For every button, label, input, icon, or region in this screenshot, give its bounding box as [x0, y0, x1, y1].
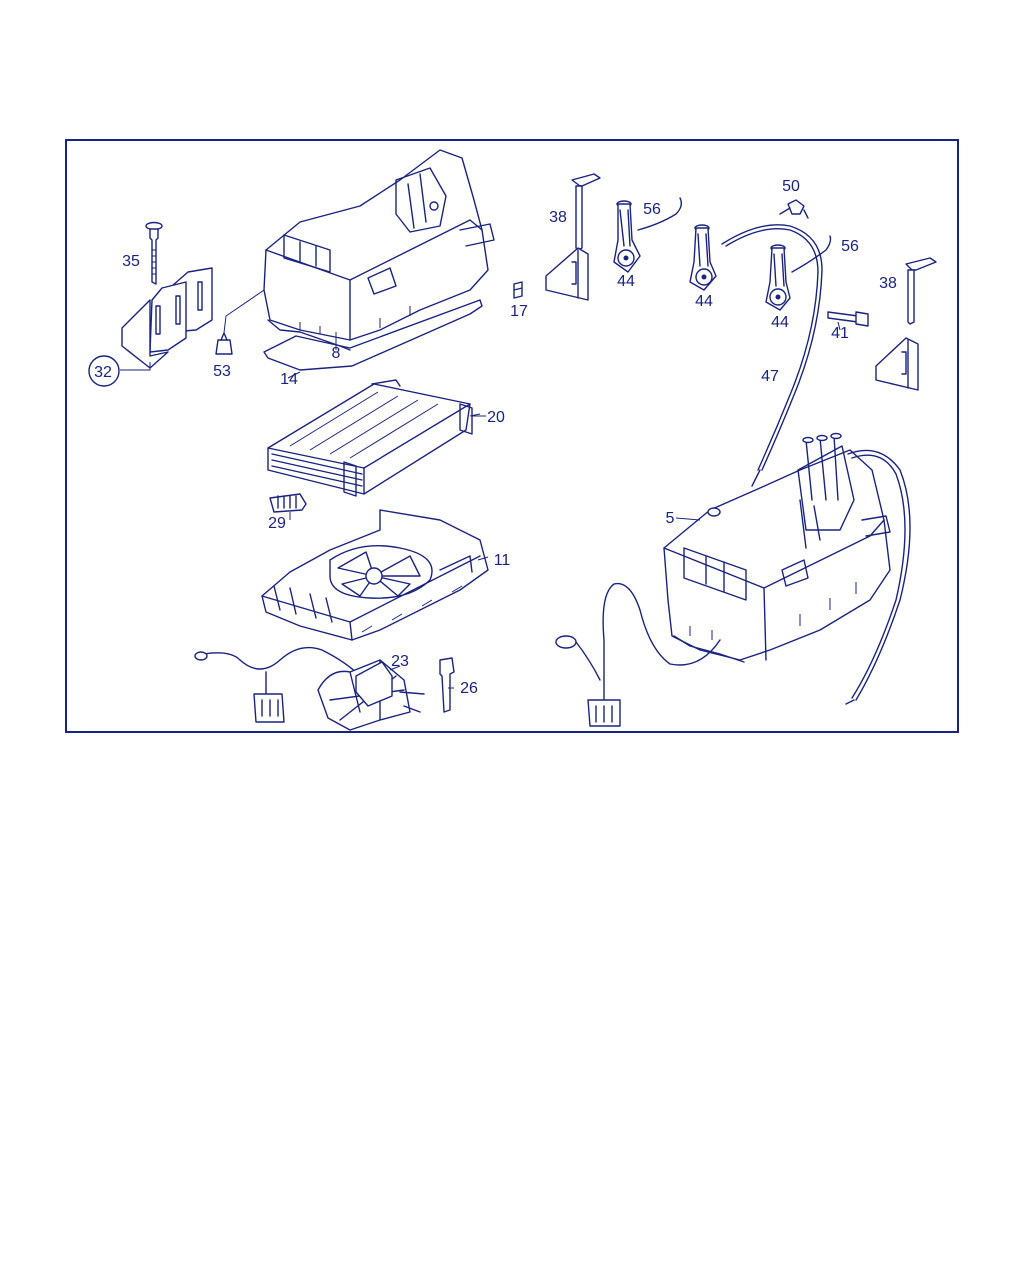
part-56-rod-b	[791, 235, 832, 273]
label-5: 5	[666, 510, 675, 527]
leader-lines	[289, 321, 841, 689]
label-20: 20	[487, 409, 505, 426]
label-38-left: 38	[549, 209, 567, 226]
part-35-bolt	[145, 221, 163, 285]
part-50-connector	[779, 199, 809, 219]
part-23-blower-motor	[194, 646, 425, 731]
label-32: 32	[94, 364, 112, 381]
part-20-heater-core	[267, 379, 486, 497]
part-26-bracket	[439, 657, 455, 713]
label-56-left: 56	[643, 201, 661, 218]
label-17: 17	[510, 303, 528, 320]
label-41: 41	[831, 325, 849, 342]
label-11: 11	[494, 552, 511, 569]
part-11-lower-housing	[261, 509, 489, 641]
label-23: 23	[391, 653, 409, 670]
label-44-c: 44	[771, 314, 789, 331]
label-56-right: 56	[841, 238, 859, 255]
label-8: 8	[332, 345, 341, 362]
part-labels: 35 32 53 8 14 20 29 11 23 26 17 38 56 44…	[94, 178, 897, 697]
label-44-a: 44	[617, 273, 635, 290]
part-29-resistor	[269, 493, 307, 513]
label-26: 26	[460, 680, 478, 697]
part-38-lever-right	[875, 257, 937, 391]
part-44-lever-c	[765, 244, 791, 311]
exploded-parts-diagram: 35 32 53 8 14 20 29 11 23 26 17 38 56 44…	[88, 149, 937, 731]
label-29: 29	[268, 515, 286, 532]
label-47: 47	[761, 368, 779, 385]
part-47-cable	[721, 224, 823, 487]
label-35: 35	[122, 253, 140, 270]
part-56-rod-a	[637, 197, 683, 231]
label-14: 14	[280, 371, 298, 388]
part-14-gasket	[263, 299, 483, 379]
part-44-lever-b	[689, 224, 717, 291]
part-32-bracket	[88, 267, 213, 387]
diagram-frame: 35 32 53 8 14 20 29 11 23 26 17 38 56 44…	[65, 139, 959, 733]
part-44-lever-a	[613, 200, 641, 273]
part-53-clip	[215, 285, 271, 355]
part-8-upper-housing	[263, 149, 495, 351]
part-5-assembled-unit	[555, 432, 911, 727]
part-41-bolt	[827, 311, 869, 327]
part-38-lever-left	[545, 173, 601, 301]
label-50: 50	[782, 178, 800, 195]
label-44-b: 44	[695, 293, 713, 310]
label-38-right: 38	[879, 275, 897, 292]
label-53: 53	[213, 363, 231, 380]
part-17-clip	[513, 281, 523, 299]
